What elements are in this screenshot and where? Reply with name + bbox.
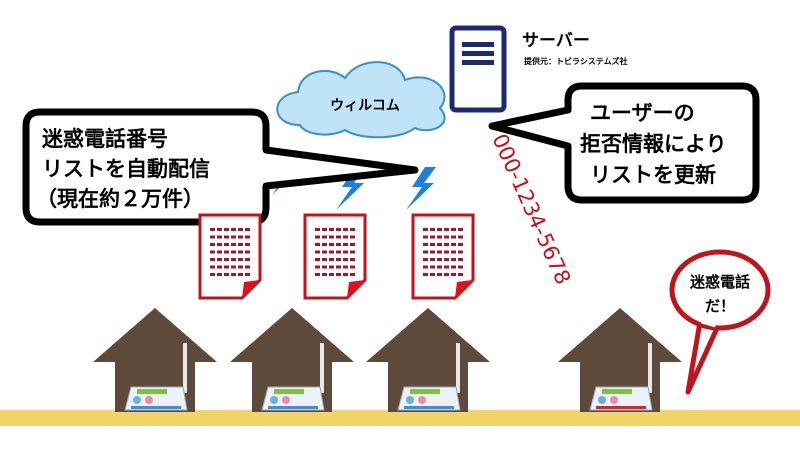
left-callout: 迷惑電話番号 リストを自動配信 （現在約２万件） [22,108,419,226]
left-callout-line: （現在約２万件） [36,187,204,211]
left-callout-line: 迷惑電話番号 [41,127,168,151]
cloud-label: ウィルコム [330,98,400,114]
right-callout-line: ユーザーの [590,101,695,125]
left-callout-line: リストを自動配信 [42,157,210,181]
cloud-icon [276,61,446,139]
server-title: サーバー [522,31,590,51]
alert-line: だ！ [705,297,735,315]
right-callout-line: リストを更新 [590,163,716,187]
server-provider: 提供元：トビラシステムズ社 [524,56,628,66]
alert-line: 迷惑電話 [689,273,750,291]
phone-device-icon [124,343,188,411]
server-icon [449,25,507,113]
ground [0,410,800,426]
document-icon [198,213,262,300]
phone-device-icon [589,343,653,411]
document-icon [411,213,475,300]
right-callout-line: 拒否情報により [580,132,727,156]
right-callout: ユーザーの 拒否情報により リストを更新 [488,82,760,204]
phone-device-icon [397,343,461,411]
alert-bubble: 迷惑電話 だ！ [669,249,771,395]
document-icon [303,213,367,300]
house [558,308,682,412]
phone-number: 000-1234-5678 [487,130,575,288]
phone-device-icon [261,343,325,411]
house [93,308,217,412]
house [230,308,354,412]
house [366,308,490,412]
